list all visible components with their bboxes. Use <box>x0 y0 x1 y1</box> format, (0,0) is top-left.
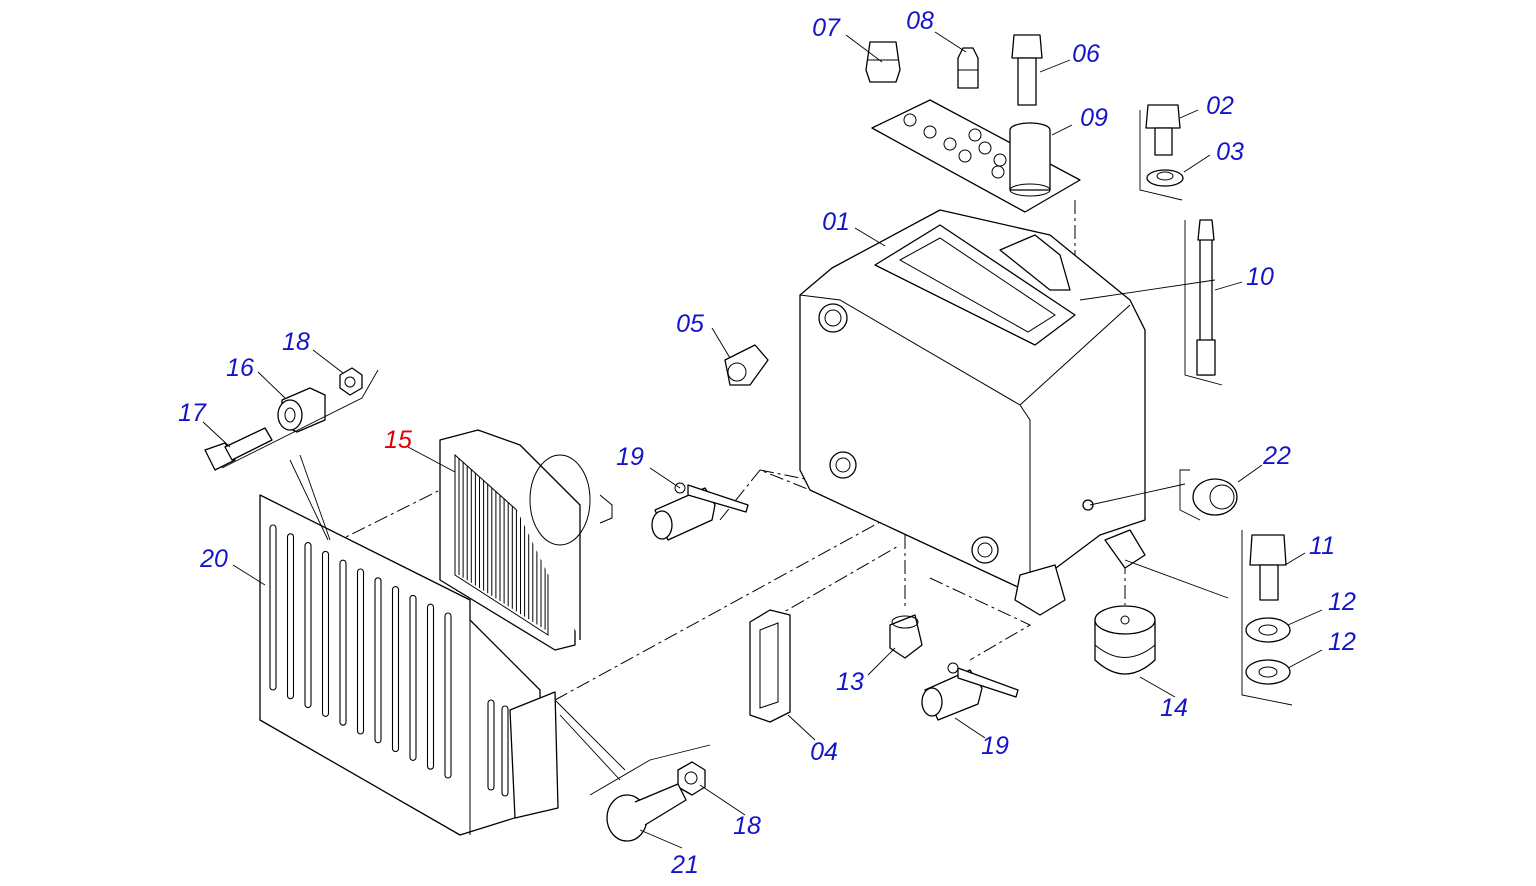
callout-12-upper: 12 <box>1328 588 1356 616</box>
leader-lines <box>202 31 1323 849</box>
callout-17: 17 <box>178 399 207 427</box>
washer-03 <box>1146 169 1184 187</box>
callout-19-upper: 19 <box>616 443 644 471</box>
callout-18-upper: 18 <box>282 328 310 356</box>
damper-14 <box>1094 605 1156 675</box>
hydraulic-tank <box>799 209 1146 616</box>
callout-21: 21 <box>670 851 699 879</box>
guard-slot <box>501 705 509 797</box>
callout-10: 10 <box>1246 263 1274 291</box>
knob-21 <box>606 783 687 842</box>
callout-labels: 07 08 06 09 02 03 01 10 05 22 11 12 12 1… <box>178 7 1356 879</box>
fitting-07 <box>865 41 901 83</box>
callout-14: 14 <box>1160 694 1188 722</box>
guard-slot <box>356 568 365 735</box>
ball-valve-19-lower <box>921 662 1019 721</box>
bolt-02 <box>1145 104 1181 156</box>
callout-06: 06 <box>1072 40 1100 68</box>
filter-09 <box>1009 122 1051 197</box>
guard-slot <box>487 699 495 791</box>
callout-04: 04 <box>810 738 838 766</box>
callout-22: 22 <box>1262 442 1291 470</box>
nut-18-upper <box>339 367 363 396</box>
callout-01: 01 <box>822 208 850 236</box>
callout-07: 07 <box>812 14 841 42</box>
guard-plate-20 <box>259 494 559 836</box>
guard-slot <box>339 559 347 726</box>
callout-02: 02 <box>1206 92 1234 120</box>
guard-slot <box>374 577 382 744</box>
callout-15: 15 <box>384 426 412 454</box>
guard-slot <box>269 524 277 691</box>
guard-slot <box>321 550 330 717</box>
guard-slot <box>286 533 295 700</box>
callout-12-lower: 12 <box>1328 628 1356 656</box>
guard-slot <box>304 542 312 709</box>
bolt-17 <box>204 427 273 471</box>
guard-slot <box>426 603 435 770</box>
plug-13 <box>889 614 923 659</box>
spacer-16 <box>277 387 326 433</box>
callout-16: 16 <box>226 354 254 382</box>
callout-13: 13 <box>836 668 864 696</box>
fitting-08 <box>957 47 979 89</box>
guard-slot <box>391 586 400 753</box>
breather-cap-06 <box>1011 34 1043 106</box>
callout-09: 09 <box>1080 104 1108 132</box>
guard-slot <box>444 612 452 779</box>
callout-08: 08 <box>906 7 934 35</box>
group-brackets <box>221 110 1293 796</box>
nut-18-lower <box>677 761 706 796</box>
ball-valve-19-upper <box>651 482 749 541</box>
callout-05: 05 <box>676 310 704 338</box>
callout-11: 11 <box>1309 532 1335 560</box>
washer-12-a <box>1245 617 1291 643</box>
oil-cooler-15 <box>439 429 613 651</box>
cooler-fins <box>458 458 546 630</box>
washer-12-b <box>1245 659 1291 685</box>
plug-22 <box>1192 478 1238 516</box>
sight-glass-04 <box>749 609 791 723</box>
bolt-11 <box>1249 534 1287 601</box>
level-gauge-10 <box>1196 219 1216 376</box>
callout-20: 20 <box>199 545 228 573</box>
callout-19-lower: 19 <box>981 732 1009 760</box>
guard-slot <box>409 594 417 761</box>
callout-03: 03 <box>1216 138 1244 166</box>
callout-18-lower: 18 <box>733 812 761 840</box>
plug-05 <box>724 344 769 386</box>
